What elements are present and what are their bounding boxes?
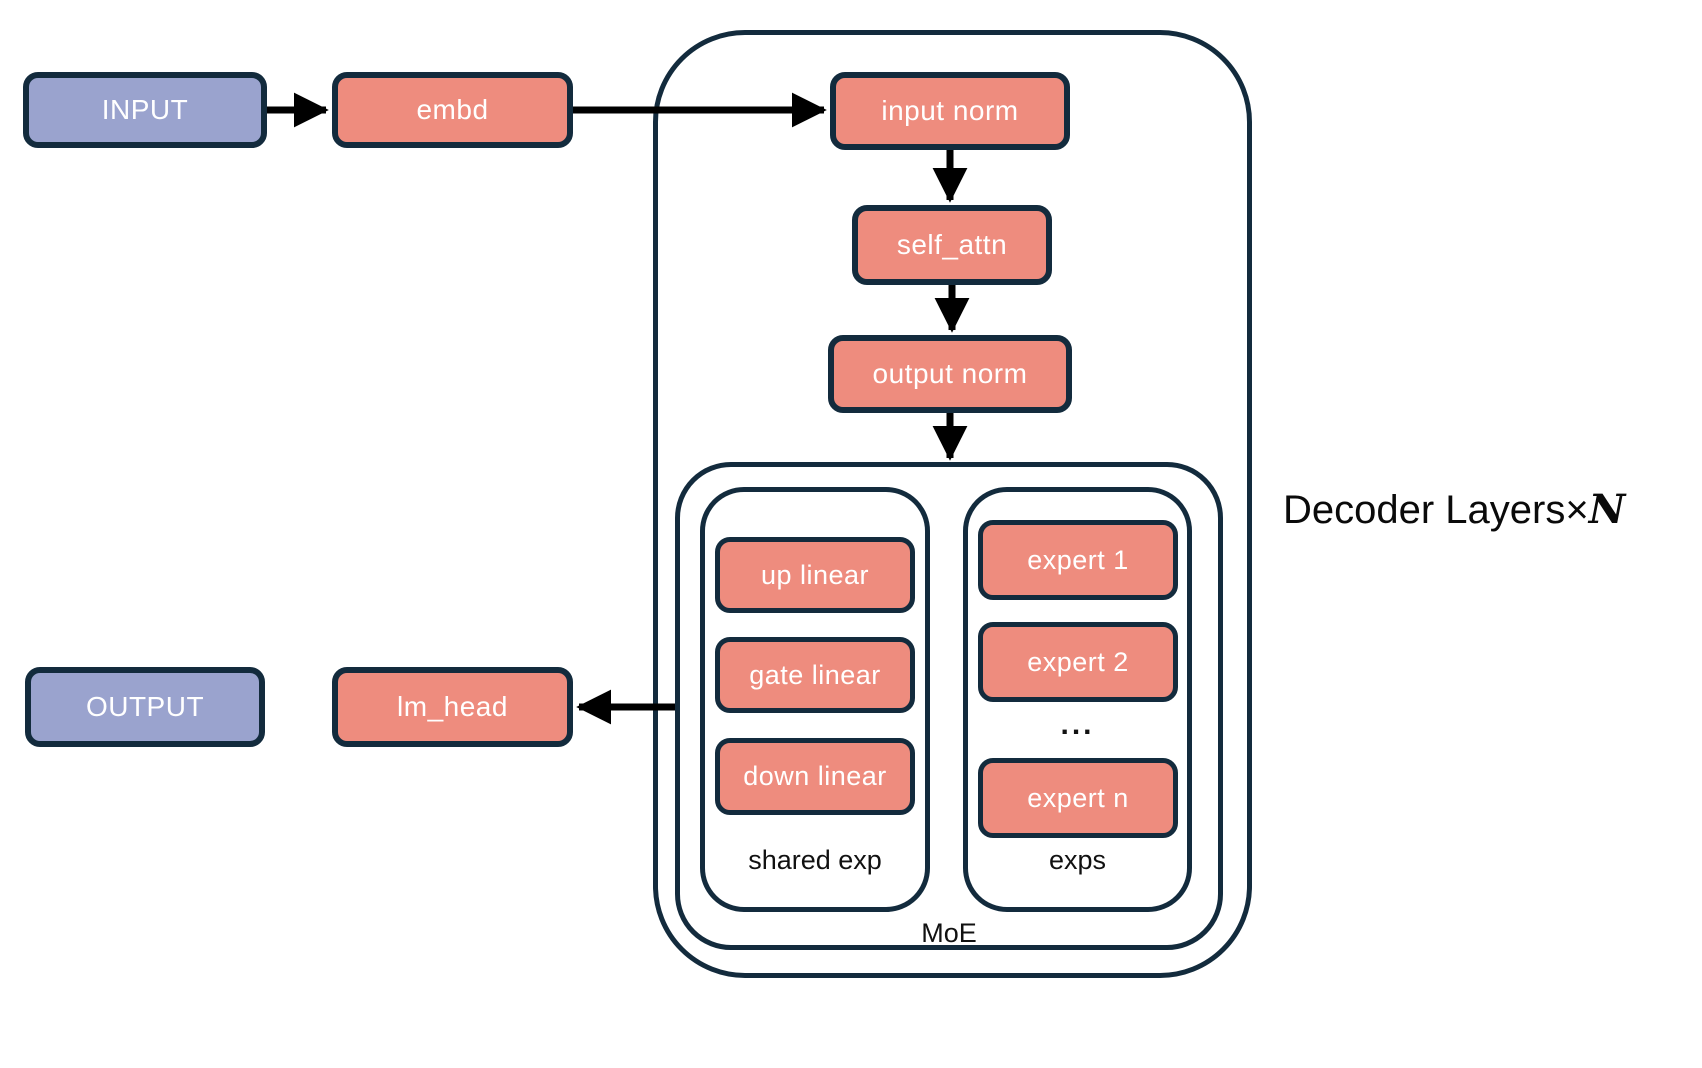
- input-node: INPUT: [23, 72, 267, 148]
- expert-2-node: expert 2: [978, 622, 1178, 702]
- decoder-layers-label: Decoder Layers×N: [1283, 486, 1625, 533]
- up-linear-node: up linear: [715, 537, 915, 613]
- moe-label: MoE: [921, 918, 977, 948]
- exps-container: [963, 487, 1192, 912]
- decoder-layers-label-text: Decoder Layers×: [1283, 488, 1589, 532]
- expert-n-node: expert n: [978, 758, 1178, 838]
- shared-exp-container: [700, 487, 930, 912]
- down-linear-node: down linear: [715, 738, 915, 815]
- self-attn-node: self_attn: [852, 205, 1052, 285]
- experts-ellipsis: ...: [1060, 708, 1095, 741]
- embd-node: embd: [332, 72, 573, 148]
- decoder-layers-container: [653, 30, 1252, 978]
- moe-container: [675, 462, 1223, 950]
- output-norm-node: output norm: [828, 335, 1072, 413]
- shared-exp-label: shared exp: [748, 845, 882, 875]
- input-norm-node: input norm: [830, 72, 1070, 150]
- gate-linear-node: gate linear: [715, 637, 915, 713]
- decoder-layers-n: N: [1588, 486, 1626, 533]
- exps-label: exps: [1048, 845, 1107, 875]
- output-node: OUTPUT: [25, 667, 265, 747]
- lm-head-node: lm_head: [332, 667, 573, 747]
- expert-1-node: expert 1: [978, 520, 1178, 600]
